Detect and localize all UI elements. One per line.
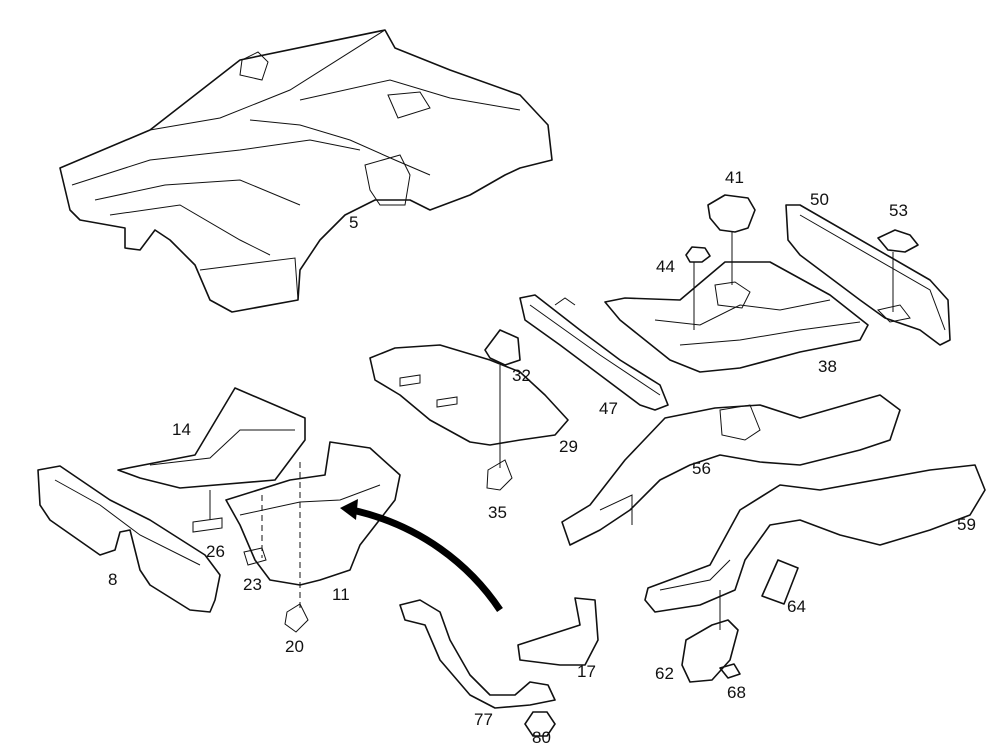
part-44-clip xyxy=(685,246,711,263)
callout-label: 32 xyxy=(512,366,531,385)
part-38-rear-floor xyxy=(604,232,869,373)
part-68-clip xyxy=(719,663,741,679)
part-14-floor-section xyxy=(117,387,306,533)
part-47-longitudinal-member xyxy=(519,294,669,411)
callout-label: 17 xyxy=(577,662,596,681)
callout-label: 8 xyxy=(108,570,118,589)
callout-label: 56 xyxy=(692,459,711,478)
part-29-tunnel-panel xyxy=(369,344,569,491)
callout-label: 38 xyxy=(818,357,837,376)
part-41-bracket xyxy=(707,194,756,233)
callout-label: 80 xyxy=(532,728,551,747)
callout-label: 53 xyxy=(889,201,908,220)
callout-label: 29 xyxy=(559,437,578,456)
callout-arrowhead xyxy=(340,499,358,520)
callout-label: 14 xyxy=(172,420,191,439)
callout-label: 47 xyxy=(599,399,618,418)
part-5-floor-assembly xyxy=(59,29,553,313)
callout-label: 26 xyxy=(206,542,225,561)
callout-label: 44 xyxy=(656,257,675,276)
part-64-bracket xyxy=(761,559,799,605)
part-11-floor-section xyxy=(225,441,401,633)
part-59-side-member xyxy=(644,464,986,630)
part-62-bracket xyxy=(681,619,739,683)
callout-label: 62 xyxy=(655,664,674,683)
callout-label: 23 xyxy=(243,575,262,594)
part-8-front-cross-member xyxy=(37,465,221,613)
callout-label: 50 xyxy=(810,190,829,209)
callout-label: 11 xyxy=(332,585,350,604)
callout-label: 20 xyxy=(285,637,304,656)
callout-label: 68 xyxy=(727,683,746,702)
part-32-bracket xyxy=(484,329,521,366)
callout-label: 35 xyxy=(488,503,507,522)
part-56-side-member xyxy=(561,394,901,546)
callout-label: 64 xyxy=(787,597,806,616)
callout-label: 41 xyxy=(725,168,744,187)
part-77-support-strap xyxy=(399,599,556,709)
part-80-nut xyxy=(524,711,556,737)
part-53-bracket xyxy=(877,229,919,323)
callout-arrow xyxy=(351,506,503,612)
callout-label: 5 xyxy=(349,213,359,232)
callout-label: 77 xyxy=(474,710,493,729)
part-50-rear-cross-member xyxy=(785,204,951,346)
callout-label: 59 xyxy=(957,515,976,534)
part-17-bracket xyxy=(517,597,599,666)
